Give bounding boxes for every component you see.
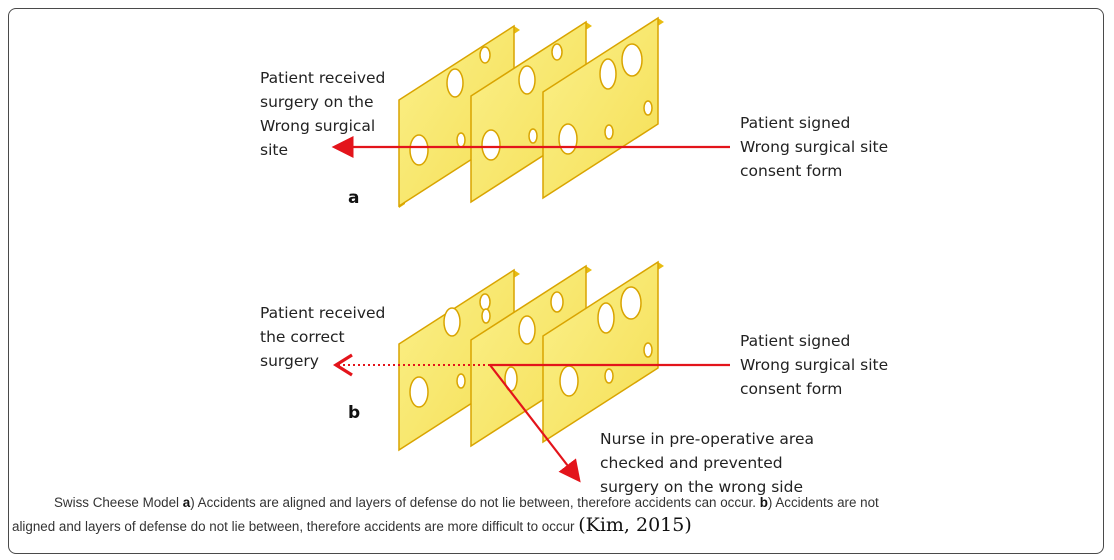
b-left-label-3: surgery (260, 352, 319, 370)
a-left-label-2: surgery on the (260, 93, 374, 111)
panel-a: Patient received surgery on the Wrong su… (260, 18, 888, 208)
b-right-label-3: consent form (740, 380, 842, 398)
caption-text-4: aligned and layers of defense do not lie… (12, 519, 578, 534)
a-right-label-1: Patient signed (740, 114, 850, 132)
b-left-label-2: the correct (260, 328, 345, 346)
caption-line-2: aligned and layers of defense do not lie… (12, 519, 692, 534)
a-left-label-3: Wrong surgical (260, 117, 375, 135)
b-bottom-label-1: Nurse in pre-operative area (600, 430, 814, 448)
a-left-label-1: Patient received (260, 69, 385, 87)
b-bottom-label-2: checked and prevented (600, 454, 783, 472)
swiss-cheese-diagram: Patient received surgery on the Wrong su… (0, 0, 1114, 500)
a-right-label-3: consent form (740, 162, 842, 180)
b-right-label-2: Wrong surgical site (740, 356, 888, 374)
b-left-label-1: Patient received (260, 304, 385, 322)
a-right-label-2: Wrong surgical site (740, 138, 888, 156)
caption-line-1: Swiss Cheese Model a) Accidents are alig… (12, 492, 1102, 514)
caption-text-3: ) Accidents are not (768, 495, 879, 510)
panel-letter-a: a (348, 188, 359, 208)
b-right-label-1: Patient signed (740, 332, 850, 350)
panel-letter-b: b (348, 403, 360, 423)
a-left-label-4: site (260, 141, 288, 159)
caption-text-2: ) Accidents are aligned and layers of de… (190, 495, 759, 510)
citation: (Kim, 2015) (578, 514, 692, 536)
caption-text-1: Swiss Cheese Model (54, 495, 183, 510)
caption-b-bold: b (760, 495, 768, 510)
figure-caption: Swiss Cheese Model a) Accidents are alig… (12, 492, 1102, 538)
panel-b: Patient received the correct surgery Pat… (260, 262, 888, 496)
